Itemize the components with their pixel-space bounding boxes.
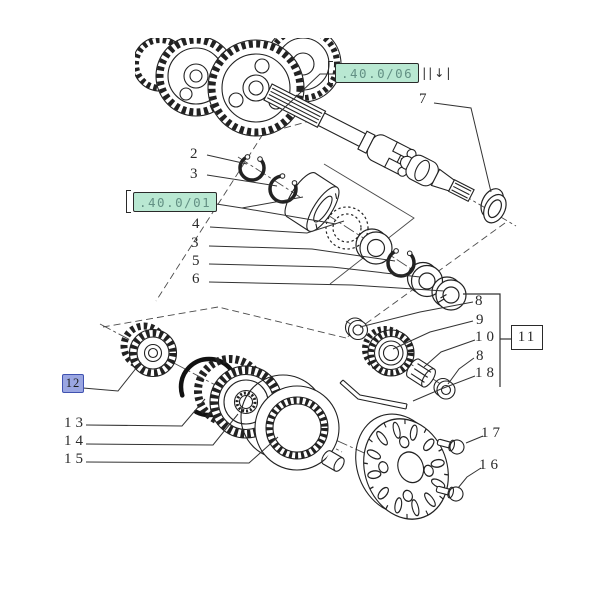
planetary-group: [120, 322, 340, 471]
callout-16[interactable]: 16: [479, 457, 502, 473]
brake-disc: [363, 418, 449, 520]
ref-label-top[interactable]: .40.0/06 ||↓|: [328, 61, 452, 84]
boundary-line: [102, 306, 219, 328]
boundary-line: [217, 306, 347, 339]
disc-rim-ticks: [363, 419, 449, 519]
bolt-17: [436, 438, 465, 455]
callout-9[interactable]: 9: [476, 312, 485, 328]
callout-18[interactable]: 18: [475, 365, 498, 381]
callout-10[interactable]: 10: [475, 329, 498, 345]
snap-ring-3a: [268, 174, 298, 204]
continuation-arrow-icon: ||↓|: [422, 65, 453, 80]
callout-4[interactable]: 4: [192, 216, 201, 232]
gear-9: [362, 326, 415, 377]
callout-12: 12: [65, 376, 81, 390]
callout-12-box[interactable]: 12: [62, 374, 84, 393]
disc-hole: [402, 489, 413, 503]
disc-assembly: [321, 413, 465, 520]
callout-3b[interactable]: 3: [191, 235, 200, 251]
disc-hole: [378, 461, 389, 474]
snap-ring-3b: [386, 248, 416, 278]
gasket-ring: [325, 206, 369, 250]
callout-8b[interactable]: 8: [476, 348, 485, 364]
rings-group: [238, 154, 467, 311]
boundary-line: [155, 133, 264, 302]
idler-group: [339, 317, 456, 410]
ring-gear-15: [240, 374, 340, 471]
callout-7[interactable]: 7: [419, 91, 428, 107]
ref-label-top-text[interactable]: .40.0/06: [335, 62, 420, 83]
washer-a: [355, 228, 393, 265]
drive-shaft: [263, 83, 475, 203]
callout-6[interactable]: 6: [192, 271, 201, 287]
ring-8a: [344, 317, 369, 341]
callout-5[interactable]: 5: [192, 253, 201, 269]
left-bracket: [328, 61, 333, 84]
bolt-16: [435, 485, 464, 502]
disc-center-hole: [397, 451, 425, 484]
ref-label-left-text[interactable]: .40.0/01: [133, 191, 218, 212]
roller-10: [406, 358, 436, 388]
callout-14[interactable]: 14: [64, 433, 87, 449]
callout-17[interactable]: 17: [481, 425, 504, 441]
callout-3a[interactable]: 3: [190, 166, 199, 182]
group-11-bracket: [463, 293, 501, 387]
leader-lines: [82, 73, 511, 489]
callout-15[interactable]: 15: [64, 451, 87, 467]
pinion-12: [120, 322, 178, 378]
lock-plate-18: [339, 379, 408, 410]
pin: [321, 450, 345, 472]
group-chevron-line: [323, 163, 415, 285]
snap-ring-2: [238, 154, 266, 182]
washer-5: [406, 261, 444, 298]
disc-hole: [423, 464, 434, 477]
left-bracket: [126, 190, 131, 213]
ref-label-left[interactable]: .40.0/01: [126, 190, 218, 213]
callout-11: 11: [517, 329, 537, 345]
callout-11-box[interactable]: 11: [511, 325, 543, 350]
callout-8a[interactable]: 8: [475, 293, 484, 309]
seal-ring-7: [480, 188, 507, 224]
disc-hole: [399, 435, 410, 449]
callout-2[interactable]: 2: [190, 146, 199, 162]
rings-axis-line: [237, 156, 465, 304]
universal-joint: [366, 134, 439, 187]
gasket-ring-inner: [332, 213, 362, 243]
callout-13[interactable]: 13: [64, 415, 87, 431]
